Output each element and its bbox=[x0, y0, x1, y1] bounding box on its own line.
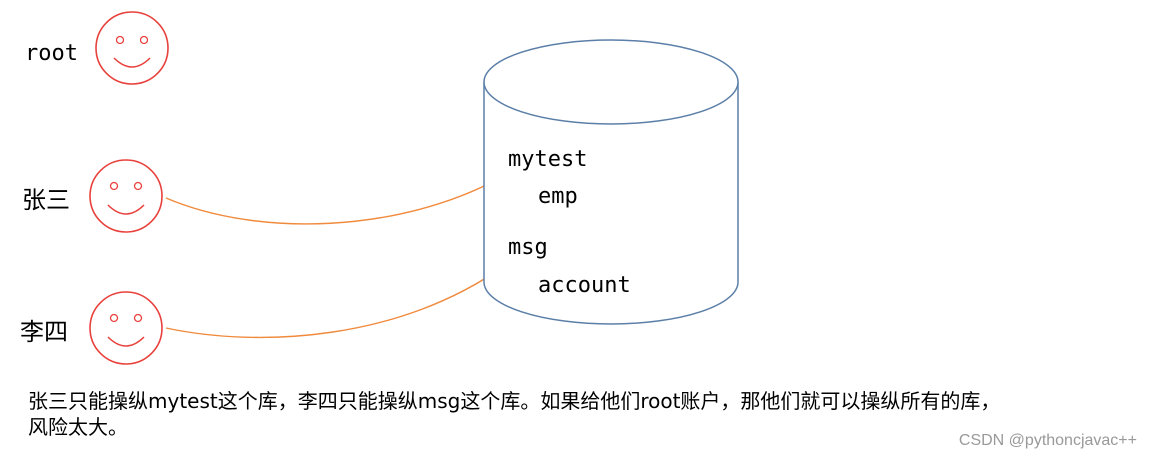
smiley-face-icon bbox=[95, 11, 169, 85]
user-root: root bbox=[25, 11, 169, 85]
cylinder-body bbox=[483, 82, 739, 325]
user-label-lisi: 李四 bbox=[20, 318, 68, 346]
schema-name-mytest: mytest bbox=[508, 147, 587, 172]
watermark: CSDN @pythoncjavac++ bbox=[958, 432, 1137, 449]
user-lisi: 李四 bbox=[20, 291, 163, 365]
arrow-lisi-to-msg bbox=[165, 266, 504, 339]
smiley-face-icon bbox=[89, 159, 163, 233]
user-label-root: root bbox=[25, 41, 78, 66]
table-name-account: account bbox=[538, 273, 631, 298]
user-label-zhangsan: 张三 bbox=[22, 186, 70, 214]
caption-line-1: 张三只能操纵mytest这个库，李四只能操纵msg这个库。如果给他们root账户… bbox=[28, 389, 1001, 413]
schema-name-msg: msg bbox=[508, 235, 548, 260]
cylinder-top bbox=[483, 39, 739, 125]
arrow-zhangsan-to-mytest bbox=[165, 178, 500, 225]
caption-text: 张三只能操纵mytest这个库，李四只能操纵msg这个库。如果给他们root账户… bbox=[28, 388, 1128, 440]
table-name-emp: emp bbox=[538, 184, 578, 209]
user-zhangsan: 张三 bbox=[22, 159, 163, 233]
database-cylinder: mytest emp msg account bbox=[483, 39, 739, 325]
caption-line-2: 风险太大。 bbox=[28, 415, 128, 439]
smiley-face-icon bbox=[89, 291, 163, 365]
